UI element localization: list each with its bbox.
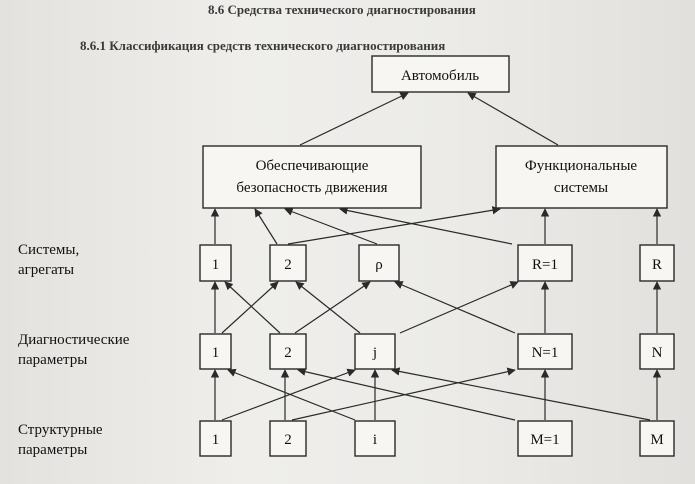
- node-struct-M: M: [639, 420, 675, 457]
- edge-mi-d1: [227, 368, 356, 421]
- row-label-systems: Системы, агрегаты: [18, 240, 79, 280]
- node-system-1: 1: [199, 244, 232, 282]
- row-label-systems-line1: Системы,: [18, 242, 80, 258]
- node-struct-M1: M=1: [517, 420, 573, 457]
- node-diag-2-label: 2: [284, 345, 292, 361]
- row-label-diagnostic: Диагностические параметры: [18, 330, 129, 370]
- node-system-rho-label: ρ: [375, 257, 383, 273]
- edge-dj-sR1: [399, 281, 519, 334]
- node-system-2: 2: [269, 244, 307, 282]
- row-label-diagnostic-line2: параметры: [18, 352, 88, 368]
- node-struct-1: 1: [199, 420, 232, 457]
- row-systems: 1 2 ρ R=1 R: [199, 244, 675, 282]
- row-label-systems-line2: агрегаты: [18, 262, 75, 278]
- node-system-R-label: R: [652, 257, 662, 273]
- edge-mM-dj: [391, 367, 651, 421]
- node-diag-N-label: N: [652, 345, 663, 361]
- node-struct-2: 2: [269, 420, 307, 457]
- node-struct-1-label: 1: [212, 432, 220, 448]
- row-label-diagnostic-line1: Диагностические: [18, 332, 130, 348]
- edge-functional-root: [467, 92, 559, 146]
- row-label-structural: Структурные параметры: [18, 420, 103, 460]
- node-root: Автомобиль: [371, 55, 510, 93]
- node-diag-1: 1: [199, 333, 232, 370]
- subsection-heading: 8.6.1 Классификация средств технического…: [80, 38, 446, 53]
- edges: [210, 92, 662, 421]
- section-heading: 8.6 Средства технического диагностирован…: [208, 2, 476, 17]
- edge-dj-s2: [295, 281, 361, 334]
- row-label-structural-line2: параметры: [18, 442, 88, 458]
- node-group-functional-line1: Функциональные: [525, 158, 637, 174]
- edge-mM1-d2: [297, 367, 516, 421]
- node-diag-1-label: 1: [212, 345, 220, 361]
- edge-sysR1-safety: [339, 206, 513, 245]
- node-system-R: R: [639, 244, 675, 282]
- node-struct-M-label: M: [650, 432, 663, 448]
- node-struct-i: i: [354, 420, 396, 457]
- node-system-R1-label: R=1: [532, 257, 558, 273]
- node-system-R1: R=1: [517, 244, 573, 282]
- node-diag-N1: N=1: [517, 333, 573, 370]
- edge-d2-s1: [224, 281, 281, 334]
- row-diagnostic: 1 2 j N=1 N: [199, 333, 675, 370]
- node-group-safety-line1: Обеспечивающие: [256, 158, 369, 174]
- edge-d2-srho: [294, 281, 371, 334]
- node-system-rho: ρ: [358, 244, 400, 282]
- edge-sys2-functional: [287, 206, 501, 245]
- edge-d1-s2: [221, 281, 279, 334]
- edge-sys2-safety: [254, 208, 278, 245]
- node-diag-N1-label: N=1: [532, 345, 559, 361]
- node-diag-2: 2: [269, 333, 307, 370]
- node-group-functional: Функциональные системы: [495, 145, 668, 209]
- edge-sysrho-safety: [284, 207, 378, 245]
- node-group-functional-line2: системы: [554, 180, 608, 196]
- node-system-2-label: 2: [284, 257, 292, 273]
- node-root-label: Автомобиль: [401, 68, 479, 84]
- edge-safety-root: [299, 92, 409, 146]
- node-struct-M1-label: M=1: [530, 432, 559, 448]
- node-struct-2-label: 2: [284, 432, 292, 448]
- node-group-safety-line2: безопасность движения: [236, 180, 387, 196]
- row-label-structural-line1: Структурные: [18, 422, 103, 438]
- node-struct-i-label: i: [373, 432, 377, 448]
- row-structural: 1 2 i M=1 M: [199, 420, 675, 457]
- node-diag-j-label: j: [372, 345, 377, 361]
- node-system-1-label: 1: [212, 257, 220, 273]
- node-group-safety: Обеспечивающие безопасность движения: [202, 145, 422, 209]
- edge-m2-dN1: [291, 367, 516, 421]
- node-diag-j: j: [354, 333, 396, 370]
- node-diag-N: N: [639, 333, 675, 370]
- edge-dN1-srho: [394, 281, 516, 334]
